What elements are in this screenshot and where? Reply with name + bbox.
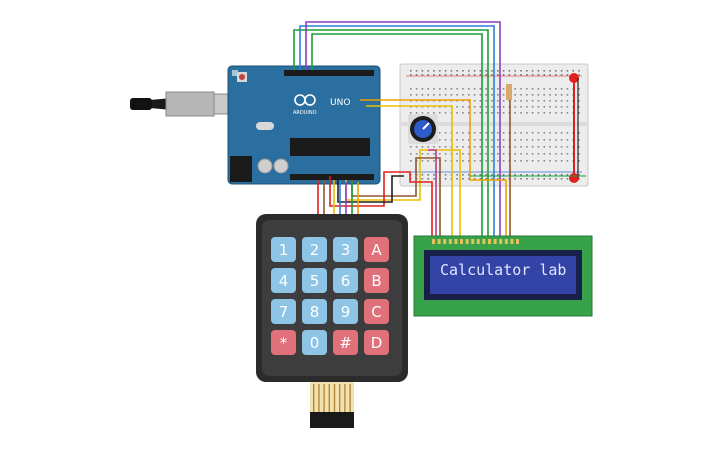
keypad-4x4[interactable]: 1 2 3 A 4 5 6 B 7 8 9 C * 0 # D — [256, 214, 408, 428]
keypad-key-label: A — [371, 241, 382, 259]
keypad-key-label: C — [371, 303, 381, 321]
potentiometer[interactable] — [408, 114, 438, 144]
wire-green — [293, 29, 489, 242]
keypad-key-D[interactable]: D — [364, 330, 389, 355]
keypad-key-6[interactable]: 6 — [333, 268, 358, 293]
keypad-key-label: 7 — [279, 303, 289, 321]
keypad-key-label: 2 — [310, 241, 320, 259]
keypad-key-label: 4 — [279, 272, 289, 290]
infinity-logo-icon — [294, 94, 316, 106]
lcd-module[interactable]: Calculator lab — [413, 235, 593, 317]
keypad-key-8[interactable]: 8 — [302, 299, 327, 324]
keypad-key-label: 1 — [279, 241, 289, 259]
keypad-key-5[interactable]: 5 — [302, 268, 327, 293]
usb-cable — [130, 91, 233, 117]
keypad-key-9[interactable]: 9 — [333, 299, 358, 324]
power-jack — [230, 156, 252, 182]
digital-header — [284, 70, 374, 76]
keypad-ribbon-cable — [310, 382, 354, 428]
keypad-key-0[interactable]: 0 — [302, 330, 327, 355]
uno-model-text: UNO — [330, 98, 350, 108]
wire-purple — [305, 21, 501, 242]
keypad-key-#[interactable]: # — [333, 330, 358, 355]
keypad-key-3[interactable]: 3 — [333, 237, 358, 262]
keypad-key-7[interactable]: 7 — [271, 299, 296, 324]
keypad-key-4[interactable]: 4 — [271, 268, 296, 293]
arduino-uno-board[interactable]: ARDUINO UNO — [227, 65, 381, 185]
keypad-key-2[interactable]: 2 — [302, 237, 327, 262]
keypad-key-label: 5 — [310, 272, 320, 290]
keypad-key-label: D — [371, 334, 383, 352]
keypad-key-1[interactable]: 1 — [271, 237, 296, 262]
keypad-key-label: B — [371, 272, 381, 290]
lcd-display-text: Calculator lab — [440, 261, 566, 279]
keypad-key-label: 8 — [310, 303, 320, 321]
analog-header — [290, 174, 374, 180]
microcontroller-chip — [290, 138, 370, 156]
keypad-key-label: 3 — [341, 241, 351, 259]
keypad-key-B[interactable]: B — [364, 268, 389, 293]
keypad-key-C[interactable]: C — [364, 299, 389, 324]
wire-red — [329, 171, 433, 242]
keypad-key-label: 6 — [341, 272, 351, 290]
keypad-key-label: * — [280, 334, 288, 352]
lcd-screen — [430, 256, 576, 294]
keypad-key-label: 9 — [341, 303, 351, 321]
wire-blue — [299, 25, 495, 242]
keypad-key-A[interactable]: A — [364, 237, 389, 262]
keypad-key-label: # — [339, 334, 352, 352]
usb-plug-icon — [130, 98, 152, 110]
crystal — [256, 122, 274, 130]
wire-black — [337, 175, 404, 203]
keypad-key-*[interactable]: * — [271, 330, 296, 355]
wires — [293, 21, 586, 242]
keypad-key-label: 0 — [310, 334, 320, 352]
resistor — [506, 84, 512, 100]
keypad-keys: 1 2 3 A 4 5 6 B 7 8 9 C * 0 # D — [271, 237, 389, 355]
lcd-pin-header — [432, 239, 519, 244]
arduino-brand-text: ARDUINO — [293, 110, 317, 116]
